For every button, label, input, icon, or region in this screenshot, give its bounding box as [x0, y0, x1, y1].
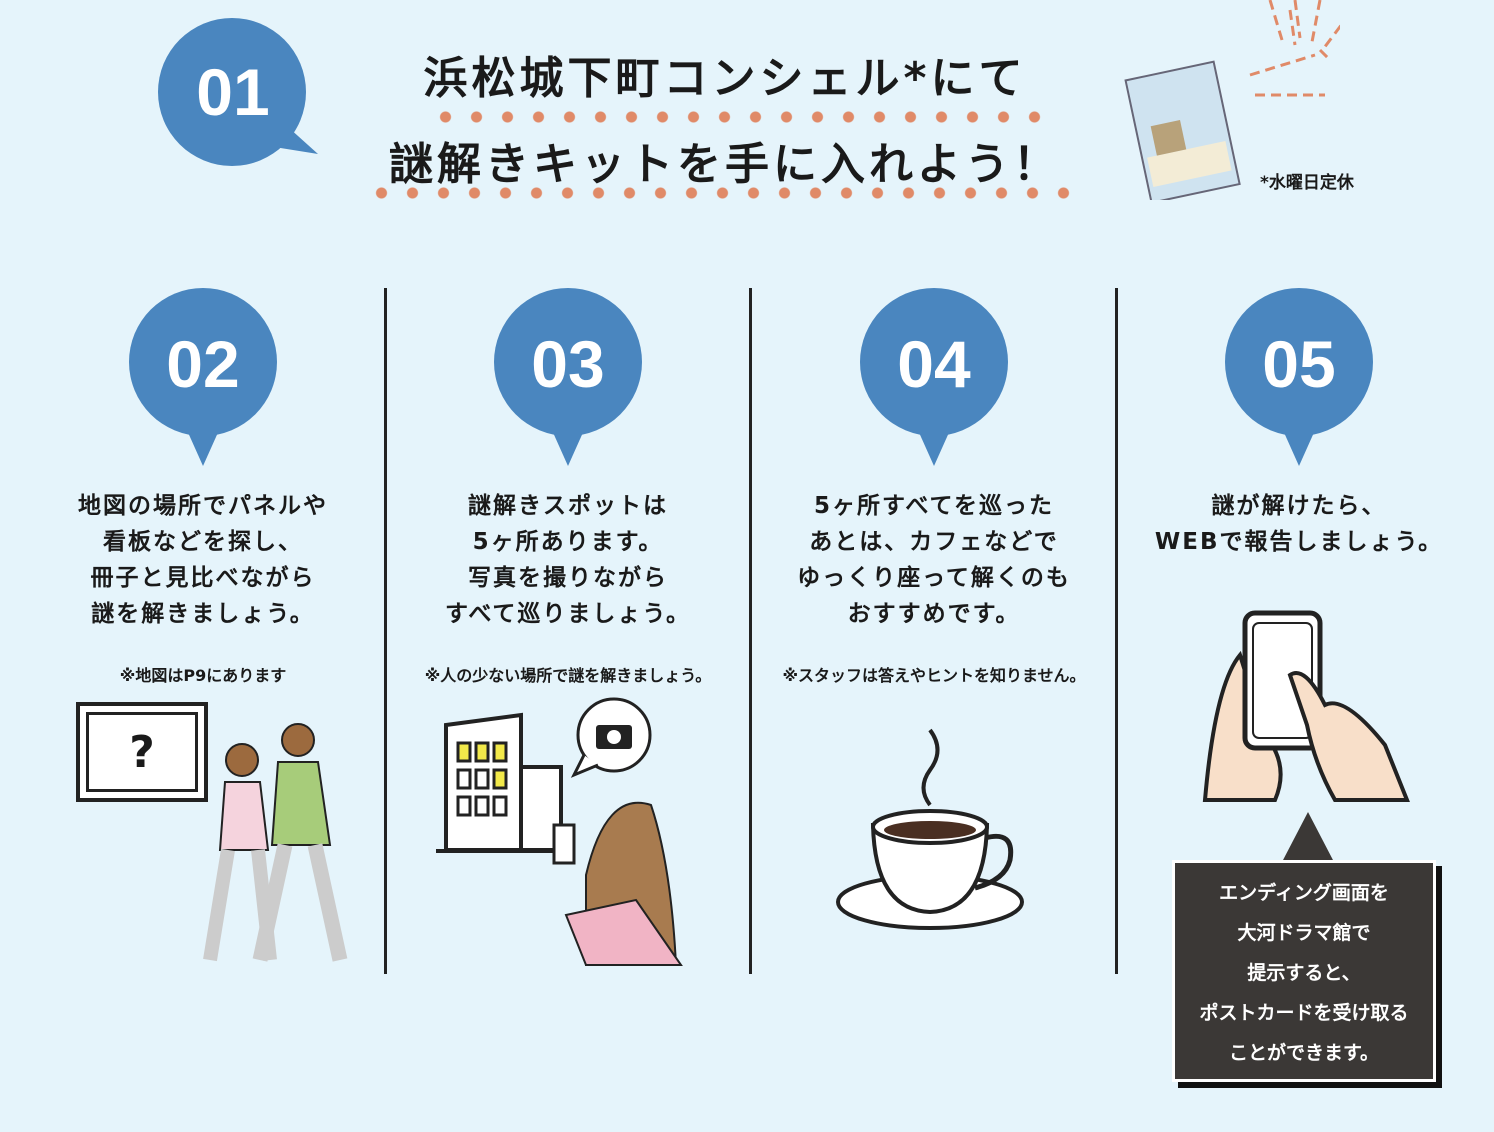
- step-badge-03: 03: [493, 288, 643, 468]
- coffee-cup-illustration: [836, 728, 1024, 930]
- title-line-1: 浜松城下町コンシェル*にて: [423, 53, 1027, 104]
- postcard-callout: エンディング画面を 大河ドラマ館で 提示すると、 ポストカードを受け取る ことが…: [1172, 860, 1436, 1082]
- step-description: 5ヶ所すべてを巡った あとは、カフェなどで ゆっくり座って解くのも おすすめです…: [797, 493, 1071, 627]
- step-badge-04: 04: [859, 288, 1009, 468]
- step-note: ※人の少ない場所で謎を解きましょう。: [424, 666, 712, 685]
- step-description: 謎が解けたら、 WEBで報告しましょう。: [1154, 493, 1444, 555]
- booklet-illustration: [1124, 0, 1340, 200]
- step-badge-02: 02: [128, 288, 278, 468]
- step-02-text: 地図の場所でパネルや 看板などを探し、 冊子と見比べながら 謎を解きましょう。 …: [20, 488, 386, 686]
- dotted-rule: [366, 186, 1078, 200]
- step-03-text: 謎解きスポットは 5ヶ所あります。 写真を撮りながら すべて巡りましょう。 ※人…: [385, 488, 751, 686]
- step-description: 地図の場所でパネルや 看板などを探し、 冊子と見比べながら 謎を解きましょう。: [78, 493, 328, 627]
- step-04-text: 5ヶ所すべてを巡った あとは、カフェなどで ゆっくり座って解くのも おすすめです…: [751, 488, 1117, 686]
- walking-people-illustration: [203, 723, 348, 962]
- step-badge-05: 05: [1224, 288, 1374, 468]
- sign-panel: ?: [76, 702, 208, 802]
- dotted-rule: [430, 110, 1050, 124]
- step-note: ※スタッフは答えやヒントを知りません。: [782, 666, 1086, 685]
- closed-note: *水曜日定休: [1260, 173, 1354, 193]
- step-05-text: 謎が解けたら、 WEBで報告しましょう。: [1116, 488, 1482, 560]
- photo-taking-illustration: [436, 697, 683, 966]
- callout-tail: [1282, 812, 1334, 862]
- step-badge-01: 01: [158, 18, 318, 198]
- divider: [749, 288, 752, 974]
- step-note: ※地図はP9にあります: [119, 666, 287, 685]
- title-line-2: 謎解きキットを手に入れよう！: [389, 139, 1061, 190]
- divider: [1115, 288, 1118, 974]
- divider: [384, 288, 387, 974]
- smartphone-illustration: [1202, 610, 1410, 802]
- step-description: 謎解きスポットは 5ヶ所あります。 写真を撮りながら すべて巡りましょう。: [444, 493, 692, 627]
